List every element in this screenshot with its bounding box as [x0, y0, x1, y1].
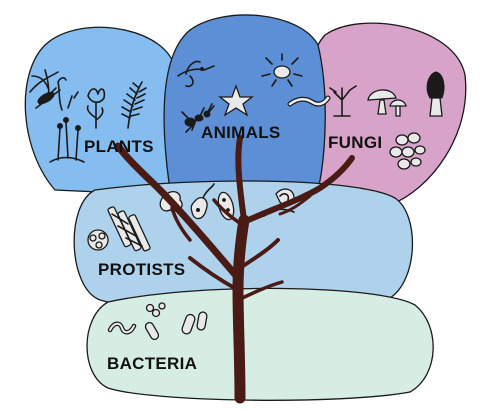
- tree-of-life: [114, 135, 355, 404]
- liverwort-icon: [57, 77, 79, 111]
- fungi-drawings: [329, 71, 445, 170]
- bacteria-band: [86, 287, 434, 401]
- tree-fungus-icon: [329, 85, 357, 117]
- bacillus-icon: [144, 311, 208, 340]
- cocci-icon: [145, 302, 166, 318]
- plants-lobe: [24, 26, 179, 196]
- moss-icon: [49, 117, 85, 163]
- sea-urchin-icon: [261, 53, 303, 87]
- morel-icon: [426, 71, 445, 117]
- starfish-icon: [218, 84, 254, 117]
- algae-chain-icon: [107, 206, 151, 252]
- yeast-cluster-icon: [389, 132, 426, 170]
- bacteria-label: BACTERIA: [107, 354, 197, 373]
- ant-icon: [181, 103, 215, 133]
- fungi-label: FUNGI: [328, 133, 382, 152]
- plants-label: PLANTS: [84, 137, 154, 156]
- animals-label: ANIMALS: [201, 123, 281, 142]
- worm-icon: [287, 95, 331, 107]
- mushroom-icon: [367, 89, 407, 117]
- hummingbird-icon: [177, 60, 215, 88]
- animals-lobe: [163, 14, 326, 199]
- plant-drawings: [29, 69, 147, 163]
- bacteria-drawings: [107, 302, 208, 340]
- euglena-icon: [190, 183, 215, 220]
- fern-icon: [121, 81, 147, 129]
- flower-icon: [86, 88, 106, 129]
- protists-label: PROTISTS: [98, 260, 185, 279]
- diatom-icon: [87, 229, 109, 251]
- animal-drawings: [177, 53, 331, 133]
- spirillum-icon: [107, 321, 137, 335]
- algae-icon: [29, 69, 61, 109]
